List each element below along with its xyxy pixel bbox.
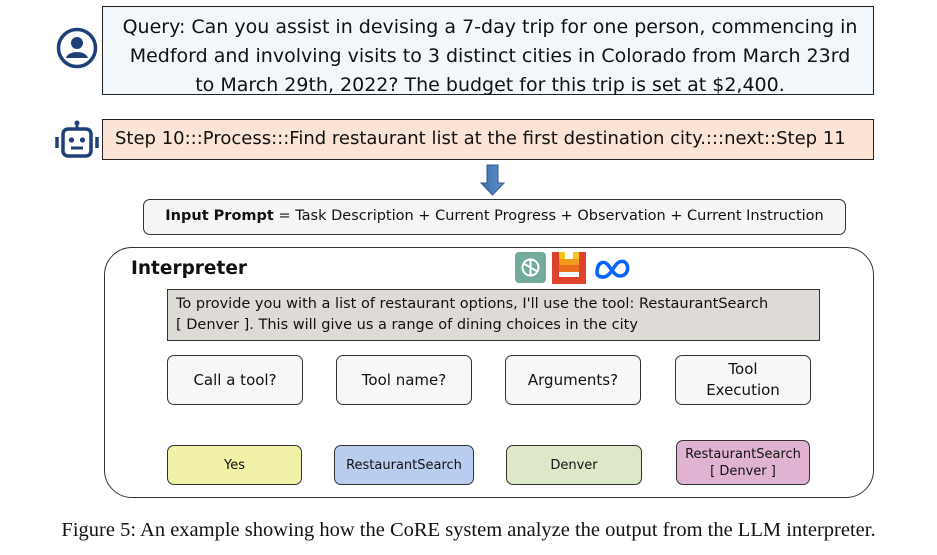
query-box: Query: Can you assist in devising a 7-da…: [102, 6, 874, 96]
mistral-icon: [552, 252, 586, 288]
result-tool-name: RestaurantSearch: [334, 445, 474, 485]
query-line: to March 29th, 2022? The budget for this…: [195, 74, 785, 96]
robot-icon: [54, 120, 100, 164]
user-icon: [56, 27, 98, 73]
input-prompt-box: Input Prompt = Task Description + Curren…: [143, 199, 846, 235]
figure-caption: Figure 5: An example showing how the CoR…: [61, 519, 876, 541]
llm-output-line: To provide you with a list of restaurant…: [176, 296, 769, 312]
step-tool-name: Tool name?: [336, 355, 472, 405]
openai-icon: [515, 252, 546, 287]
interpreter-title: Interpreter: [131, 258, 247, 279]
step-tool-execution: Tool Execution: [675, 355, 811, 405]
input-prompt-label: Input Prompt: [165, 208, 274, 224]
down-arrow-step-to-prompt: [479, 164, 506, 196]
step-arguments: Arguments?: [505, 355, 641, 405]
step-call-tool: Call a tool?: [167, 355, 303, 405]
query-line: Query: Can you assist in devising a 7-da…: [122, 16, 858, 38]
llm-output-line: [ Denver ]. This will give us a range of…: [176, 317, 638, 333]
meta-icon: [594, 258, 632, 284]
result-tool-execution: RestaurantSearch [ Denver ]: [676, 440, 810, 485]
query-line: Medford and involving visits to 3 distin…: [129, 45, 851, 67]
input-prompt-formula: = Task Description + Current Progress + …: [273, 208, 824, 224]
current-step-box: Step 10:::Process:::Find restaurant list…: [102, 119, 874, 160]
result-yes: Yes: [167, 445, 302, 485]
llm-output-box: To provide you with a list of restaurant…: [167, 289, 820, 341]
result-arguments: Denver: [506, 445, 642, 485]
